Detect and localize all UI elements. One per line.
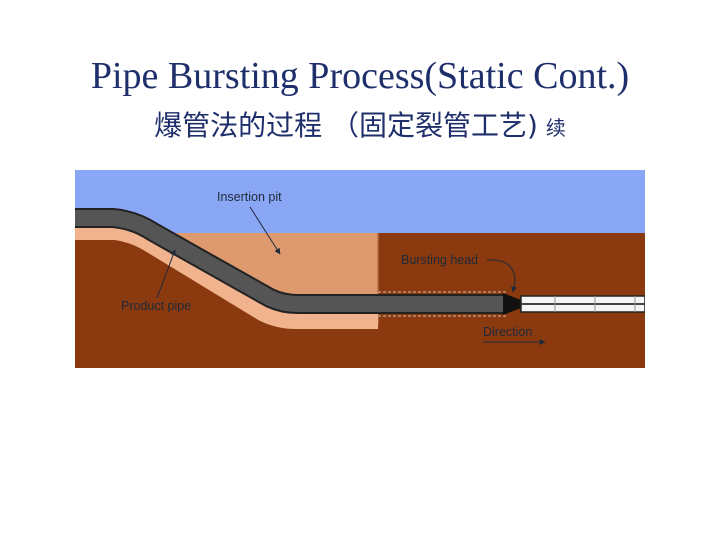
leader-bursting-head — [486, 259, 518, 293]
subtitle-main: 爆管法的过程 （固定裂管工艺) — [154, 109, 538, 142]
sky-area — [75, 170, 645, 233]
leader-product-pipe — [156, 249, 176, 299]
pipe-bursting-diagram: Insertion pit Bursting head Product pipe… — [75, 170, 645, 368]
slide-title: Pipe Bursting Process(Static Cont.) — [90, 55, 630, 97]
label-direction: Direction — [483, 325, 532, 339]
label-insertion-pit: Insertion pit — [217, 190, 282, 204]
slide-subtitle: 爆管法的过程 （固定裂管工艺) 续 — [0, 104, 720, 144]
label-bursting-head: Bursting head — [401, 253, 478, 267]
product-pipe-body — [75, 210, 505, 312]
host-pipe-joints — [554, 296, 636, 312]
subtitle-suffix: 续 — [545, 116, 566, 140]
bursting-head — [503, 293, 521, 315]
label-product-pipe: Product pipe — [121, 299, 191, 313]
leader-insertion-pit — [249, 206, 281, 255]
burst-fragments — [378, 291, 507, 317]
